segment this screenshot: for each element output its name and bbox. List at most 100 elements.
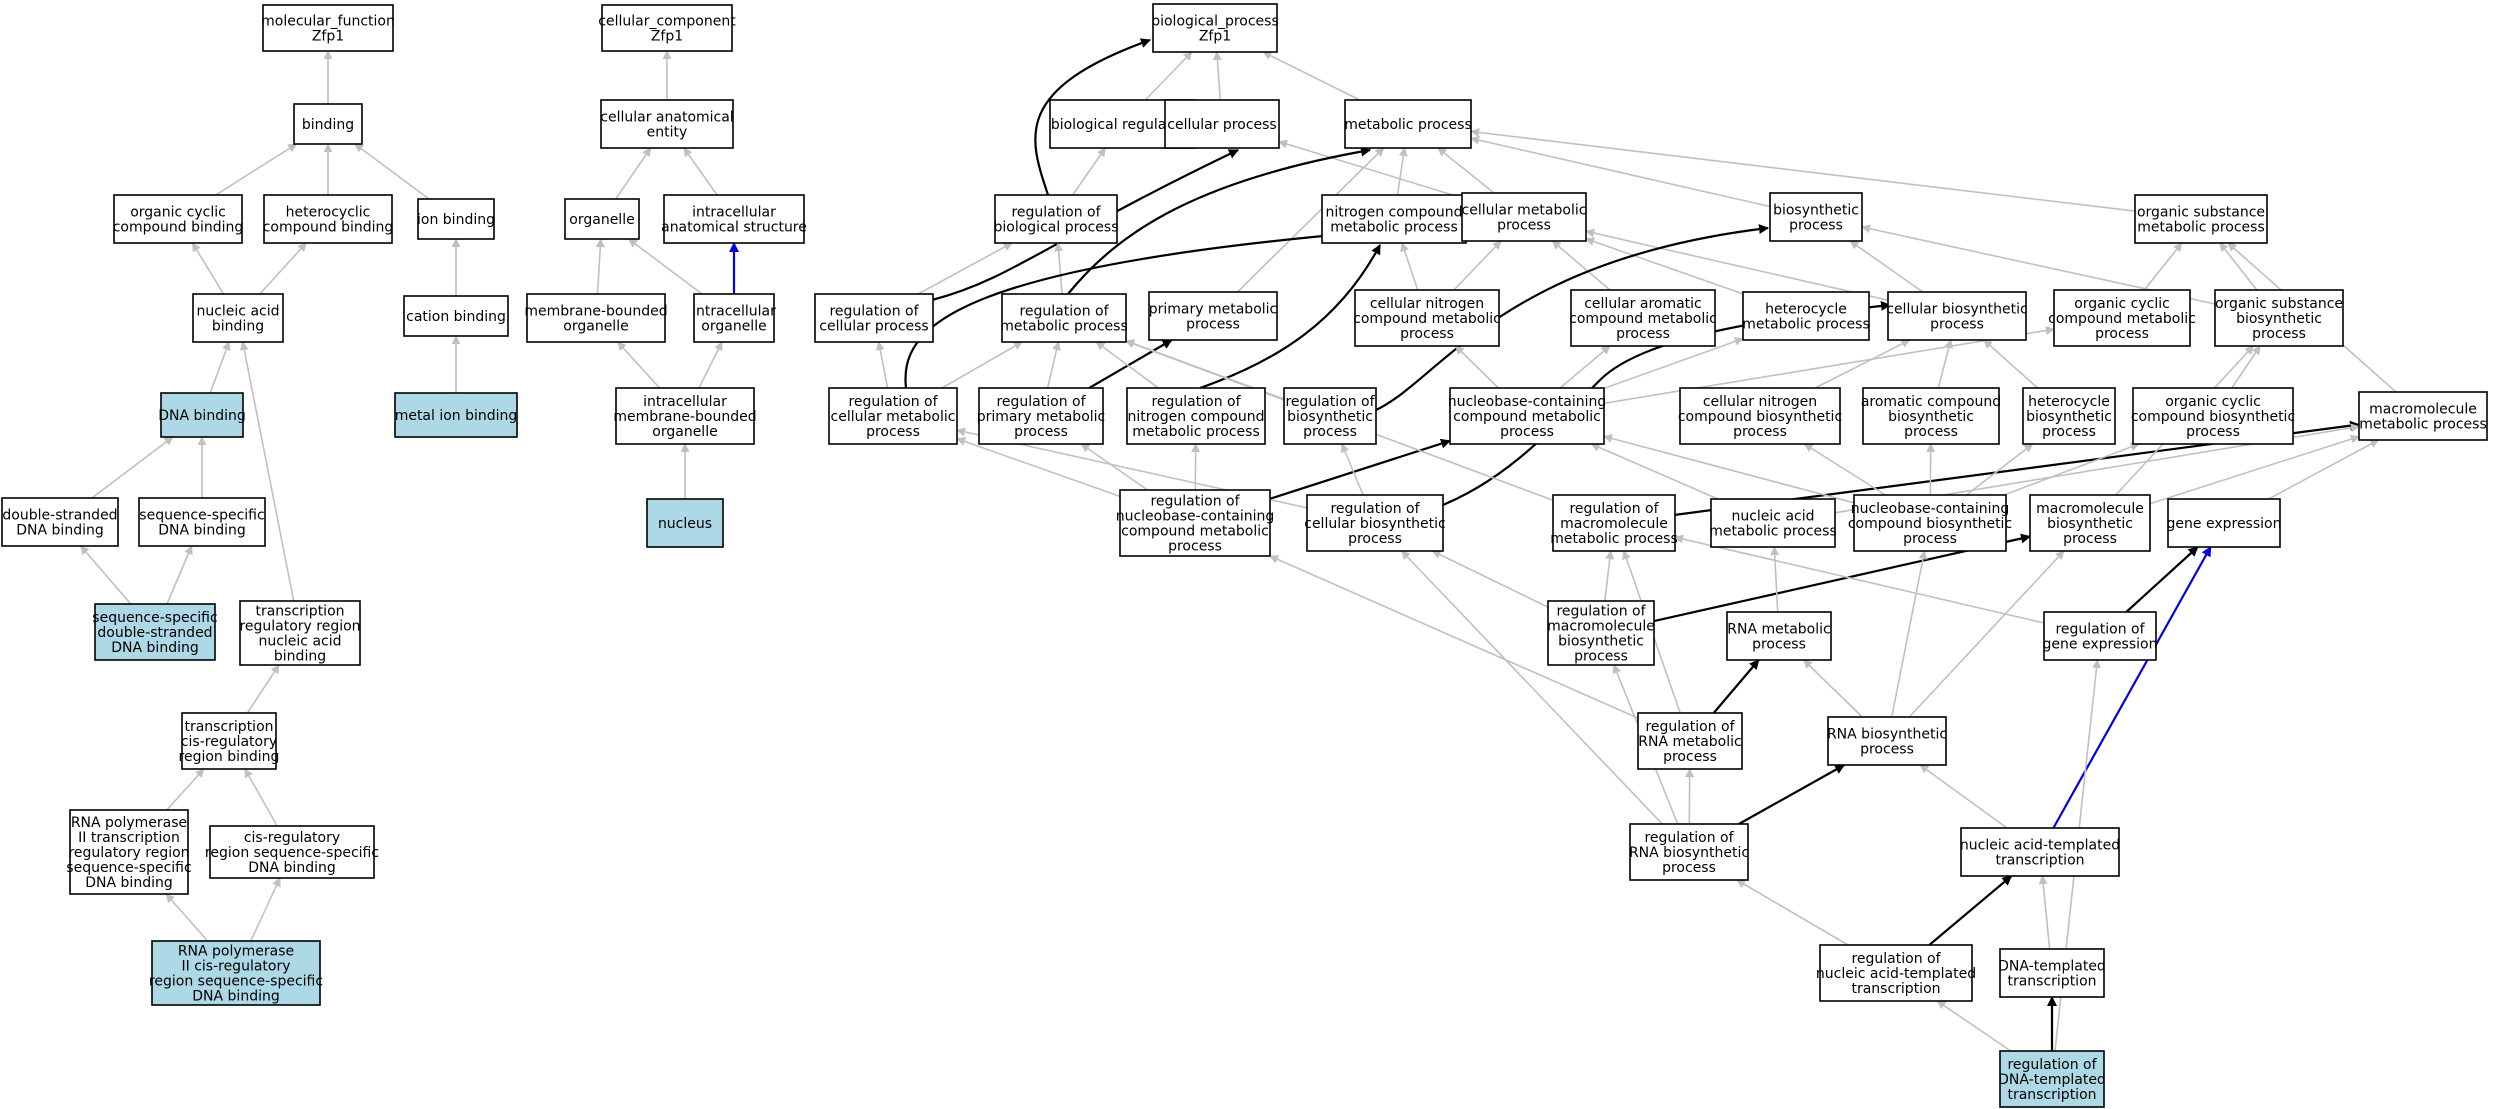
- node-box: [1999, 948, 2105, 998]
- node-label-line: process: [1400, 326, 1454, 342]
- node-label-line: process: [1733, 424, 1787, 440]
- node-label-line: biological_process: [1151, 14, 1279, 30]
- node-cation_binding[interactable]: cation binding: [403, 295, 509, 337]
- node-label-line: cellular biosynthetic: [1304, 516, 1445, 532]
- node-box: [94, 603, 216, 661]
- node-box: [1283, 387, 1377, 445]
- edge-organic_cyclic_binding-to-binding: [215, 143, 298, 196]
- node-label-line: organelle: [569, 212, 634, 228]
- node-label-line: regulation of: [2055, 622, 2145, 638]
- node-gene_expression[interactable]: gene expression: [2167, 498, 2282, 548]
- node-reg_macromolecule_bp[interactable]: regulation ofmacromoleculebiosyntheticpr…: [1547, 600, 1655, 666]
- node-metal_ion_binding[interactable]: metal ion binding: [394, 392, 518, 438]
- node-ion_binding[interactable]: ion binding: [417, 198, 495, 240]
- node-label-line: cis-regulatory: [181, 734, 277, 750]
- edge-na_templated_transcription-to-gene_expression: [2052, 546, 2212, 829]
- node-label-line: metabolic process: [2137, 220, 2265, 236]
- node-nucleus[interactable]: nucleus: [646, 498, 724, 548]
- edge-reg_rna_bp-to-rna_bp: [1738, 764, 1846, 825]
- node-box: [1679, 387, 1841, 445]
- node-cellular_process[interactable]: cellular process: [1164, 99, 1280, 149]
- node-box: [1742, 291, 1870, 341]
- edge-gene_expression-to-macromolecule_mp: [2268, 439, 2380, 500]
- edge-reg_nucleobase_mp-to-nucleobase_mp: [1269, 438, 1451, 500]
- node-reg_nucleobase_mp[interactable]: regulation ofnucleobase-containingcompou…: [1116, 489, 1275, 557]
- node-label-line: biosynthetic: [1888, 409, 1974, 425]
- node-label-line: II transcription: [78, 830, 180, 846]
- node-label-line: molecular_function: [261, 14, 395, 30]
- node-label-line: Zfp1: [312, 29, 344, 45]
- node-box: [1960, 827, 2120, 877]
- node-metabolic_process[interactable]: metabolic process: [1344, 99, 1472, 149]
- edge-dna_templated_transcription-to-na_templated_transcription: [2038, 875, 2051, 950]
- node-label-line: nucleus: [658, 516, 712, 532]
- edge-aromatic_bp-to-cellular_biosynthetic: [1937, 339, 1954, 389]
- node-label-line: macromolecule: [1547, 619, 1655, 635]
- node-organelle[interactable]: organelle: [564, 198, 640, 240]
- edge-metabolic_process-to-bp_root: [1262, 51, 1361, 101]
- node-dna_binding[interactable]: DNA binding: [158, 392, 246, 438]
- node-label-line: organic cyclic: [2074, 296, 2170, 312]
- node-label-line: region sequence-specific: [149, 974, 323, 990]
- node-box: [181, 712, 277, 770]
- node-binding[interactable]: binding: [293, 103, 363, 145]
